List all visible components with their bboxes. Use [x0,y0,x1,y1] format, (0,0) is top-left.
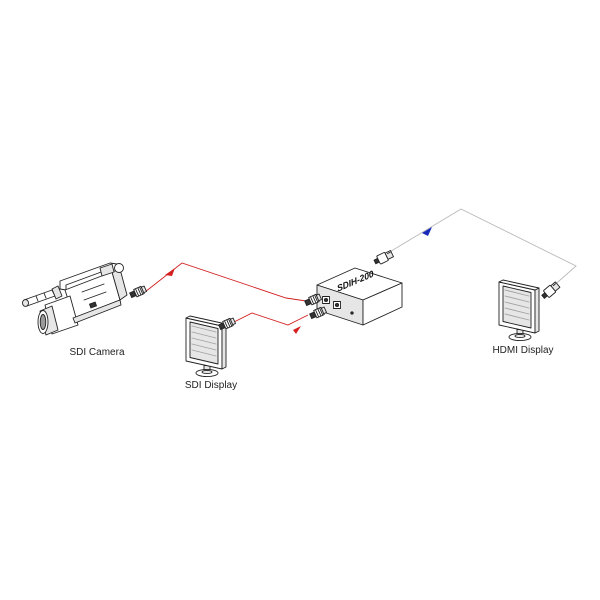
converter-hdmi-connector-icon [372,249,395,267]
camera-bnc-connector-icon [128,284,148,300]
hdmi-display-label: HDMI Display [492,345,553,356]
sdi-camera-label: SDI Camera [69,347,124,358]
converter-sdi-out-plug-icon [308,305,328,321]
hdmi-display-hdmi-connector-icon [539,280,562,301]
converter-box-icon: SDIH-200 [316,267,403,326]
sdi-out-cable [229,312,309,326]
sdi-in-cable [144,262,307,302]
sdi-display-label: SDI Display [185,380,237,391]
sdi-out-arrow-icon [293,326,301,334]
sdi-display-bnc-connector-icon [217,316,237,332]
sdi-in-arrow-icon [165,268,175,276]
hdmi-cable [382,208,577,290]
camcorder-icon [22,262,128,336]
hdmi-display-icon [498,279,540,342]
converter-sdi-in-jack-icon [322,296,330,304]
converter-sdi-out-jack-icon [333,301,341,309]
hdmi-arrow-icon [422,227,432,236]
